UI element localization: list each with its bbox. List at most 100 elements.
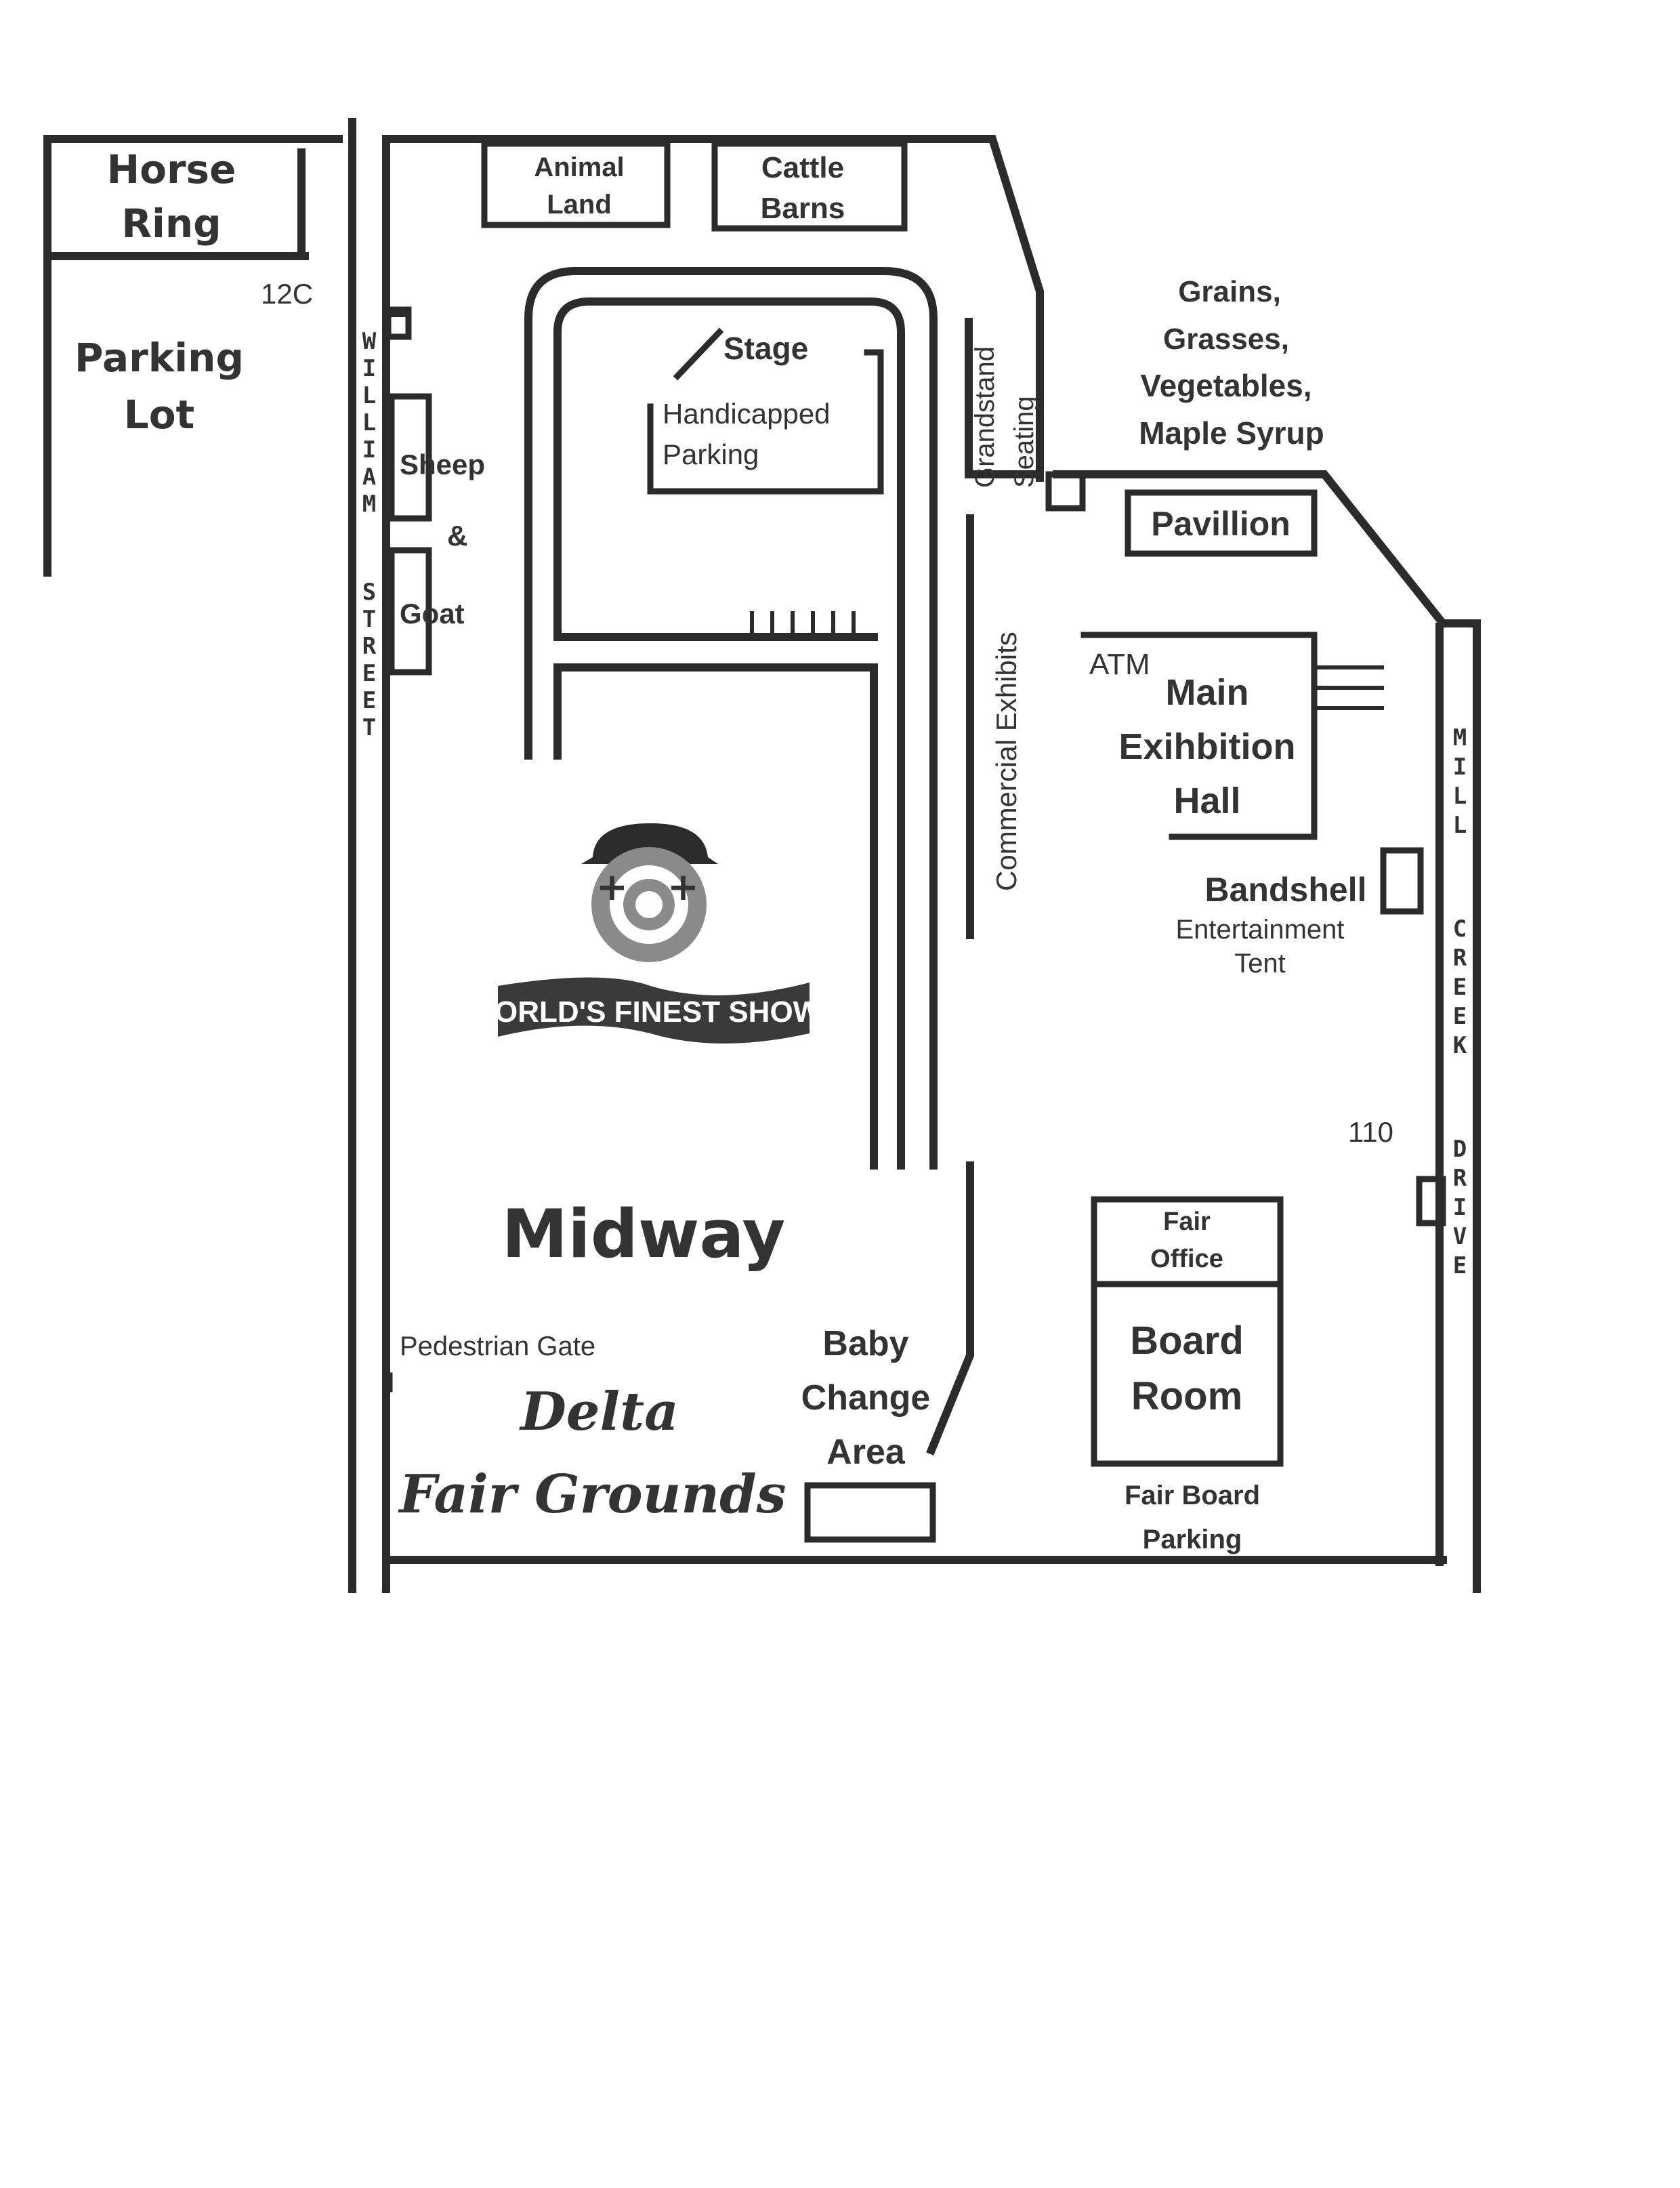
buildings [385, 140, 1446, 1543]
grains-label-3: Vegetables, [1140, 368, 1311, 403]
east-boundary [1053, 470, 1481, 1593]
pavilion-building [1125, 489, 1318, 557]
mill-creek-drive-letter: E [1453, 974, 1467, 1001]
area-labels: Horse Ring Parking Lot 12C Animal Land C… [75, 146, 1393, 1554]
stage-front [673, 327, 724, 381]
william-street-letter: A [362, 463, 376, 491]
mill-creek-drive-letter: R [1453, 945, 1467, 972]
commercial-exhibits-label: Commercial Exhibits [990, 632, 1022, 891]
baby-change-label-2: Change [801, 1378, 931, 1418]
horse-ring-label-2: Ring [121, 201, 221, 247]
william-street-letter: R [362, 633, 377, 660]
grains-label-1: Grains, [1178, 275, 1281, 308]
baby-change-building [804, 1482, 936, 1543]
pedestrian-gate-label: Pedestrian Gate [400, 1332, 595, 1361]
clown-eye-right: + [667, 865, 699, 909]
mill-creek-drive-letter: L [1453, 783, 1467, 810]
fair-office-label-1: Fair [1163, 1207, 1211, 1236]
fairgrounds-title-1: Delta [519, 1381, 678, 1443]
fair-board-parking-label-1: Fair Board [1125, 1481, 1260, 1510]
mill-creek-drive-letter: D [1453, 1136, 1467, 1163]
stage-stairs [750, 611, 856, 636]
seating-label: Seating [1009, 396, 1039, 488]
baby-change-label-3: Area [826, 1432, 906, 1472]
entertainment-tent-label-1: Entertainment [1175, 915, 1344, 945]
william-street-letter: E [362, 660, 376, 687]
mill-creek-drive-letter: I [1453, 1194, 1467, 1221]
william-street-letter: L [362, 409, 376, 436]
clown-eye-left: + [596, 865, 628, 909]
clown-hat-icon [581, 823, 718, 864]
animal-land-label-1: Animal [534, 152, 624, 182]
william-street-letter: E [362, 687, 376, 714]
main-hall-label-1: Main [1165, 672, 1248, 713]
banner-ribbon [498, 977, 810, 1044]
mill-creek-drive-letter: I [1453, 754, 1467, 781]
goat-barn-building [388, 547, 432, 676]
grandstand-frame [965, 318, 1044, 478]
mill-creek-drive-letter: E [1453, 1003, 1467, 1030]
track-outer [524, 267, 938, 1170]
mill-creek-drive-letter: R [1453, 1165, 1467, 1192]
track-inner [553, 297, 905, 1170]
stage-label: Stage [723, 331, 808, 366]
fair-office-label-2: Office [1150, 1245, 1223, 1273]
and-label: & [447, 520, 467, 552]
parking-lot-label-2: Lot [124, 392, 195, 438]
board-room-label-1: Board [1130, 1319, 1244, 1363]
william-street-letter: I [362, 436, 376, 463]
north-boundary [382, 135, 1044, 482]
midway-label: Midway [502, 1196, 786, 1273]
north-gate-booth [385, 306, 412, 340]
horse-ring-border [43, 135, 343, 577]
horse-ring-label-1: Horse [107, 146, 236, 192]
parking-lot-label-1: Parking [75, 335, 244, 381]
east-gate-booth [1416, 1176, 1446, 1226]
main-hall-label-2: Exihbition [1119, 726, 1296, 767]
mill-creek-drive-letter: K [1453, 1032, 1467, 1059]
bandshell-label: Bandshell [1205, 871, 1367, 909]
board-room-label-2: Room [1131, 1374, 1242, 1418]
handicapped-parking-label-2: Parking [663, 438, 759, 470]
mill-creek-drive-letter: L [1453, 812, 1467, 839]
pavilion-label: Pavillion [1151, 505, 1290, 543]
cattle-barns-building [711, 140, 908, 232]
grains-label-4: Maple Syrup [1139, 415, 1324, 451]
mill-creek-drive-letter: V [1453, 1223, 1467, 1250]
fair-board-parking-label-2: Parking [1143, 1525, 1242, 1554]
worlds-finest-shows-logo: + + WORLD'S FINEST SHOWS [466, 823, 841, 1044]
grandstand-label: Grandstand [970, 346, 1000, 488]
mill-creek-drive-letter: E [1453, 1252, 1467, 1279]
animal-land-label-2: Land [547, 190, 612, 220]
grains-booth [1045, 471, 1086, 512]
william-street-letter: S [362, 579, 376, 606]
commercial-exhibits-row [926, 1161, 974, 1456]
hall-exit-arrows [1316, 665, 1384, 710]
east-gate-number: 110 [1348, 1116, 1393, 1148]
map-outlines [43, 118, 1481, 1593]
north-gate-number: 12C [261, 278, 313, 310]
main-hall-label-3: Hall [1173, 781, 1240, 821]
mill-creek-drive-letter: M [1453, 724, 1467, 751]
entertainment-tent-label-2: Tent [1234, 949, 1286, 978]
william-street-letter: I [362, 355, 376, 382]
handicapped-parking-pad [647, 349, 884, 495]
handicapped-parking-label-1: Handicapped [663, 398, 831, 430]
william-street-letter: M [362, 491, 376, 518]
goat-label: Goat [400, 598, 465, 629]
board-room-building [1091, 1281, 1284, 1467]
william-street-letter: L [362, 382, 376, 409]
bandshell-building [1380, 847, 1424, 915]
fairgrounds-title-2: Fair Grounds [398, 1464, 786, 1525]
grains-label-2: Grasses, [1163, 323, 1289, 356]
sheep-barn-building [388, 393, 432, 522]
william-street-letter: T [362, 606, 376, 633]
cattle-barns-label-1: Cattle [761, 151, 844, 184]
baby-change-label-1: Baby [822, 1324, 908, 1363]
william-street-letter: W [362, 328, 377, 355]
banner-text: WORLD'S FINEST SHOWS [466, 995, 841, 1029]
cattle-barns-label-2: Barns [761, 192, 845, 225]
